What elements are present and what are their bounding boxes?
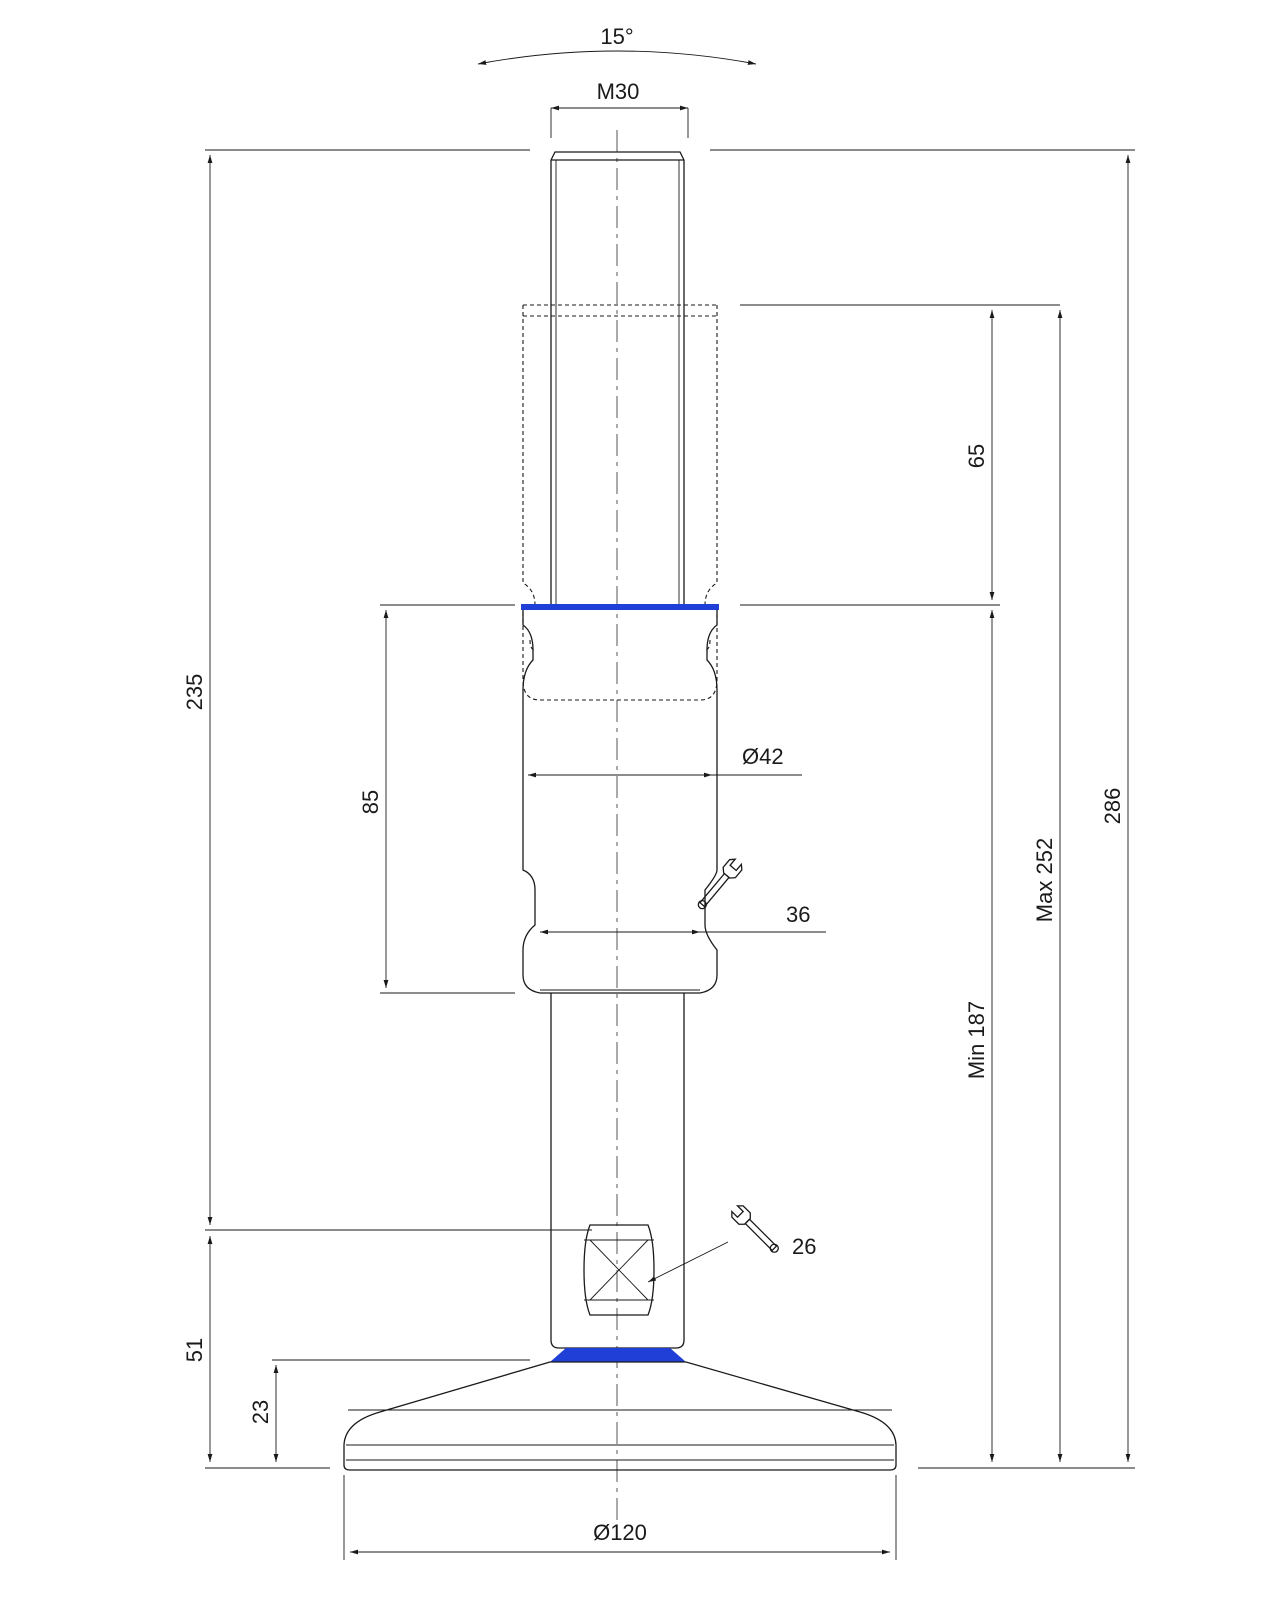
- nut-body: [522, 610, 718, 994]
- hidden-extended-position: [522, 304, 718, 701]
- dimension-65: 65: [740, 304, 1060, 606]
- dimension-23: 23: [248, 1359, 530, 1462]
- dimension-85: 85: [358, 604, 515, 994]
- dimension-36: 36: [540, 858, 826, 935]
- dimension-min: Min 187: [964, 610, 995, 1462]
- dim-min-label: Min 187: [964, 1001, 989, 1079]
- swivel-angle-annotation: 15°: [477, 24, 757, 65]
- dim-36-label: 36: [786, 902, 810, 927]
- dim-235-label: 235: [182, 674, 207, 711]
- base-pad: [343, 1361, 897, 1471]
- wrench-flats: [583, 1224, 655, 1316]
- wrench-icon: [697, 858, 743, 910]
- dim-51-label: 51: [182, 1338, 207, 1362]
- dim-65-label: 65: [964, 444, 989, 468]
- dim-286-label: 286: [1100, 788, 1125, 825]
- dimension-26: 26: [647, 1205, 816, 1283]
- angle-label: 15°: [600, 24, 633, 49]
- seal-ring-bottom: [550, 1348, 686, 1362]
- thread-dimension: M30: [550, 79, 689, 138]
- dim-26-label: 26: [792, 1234, 816, 1259]
- dimension-235: 235: [182, 149, 592, 1231]
- dimension-d120: Ø120: [343, 1475, 897, 1560]
- dim-85-label: 85: [358, 790, 383, 814]
- thread-label: M30: [597, 79, 640, 104]
- dim-d42-label: Ø42: [742, 744, 784, 769]
- seal-ring-top: [521, 604, 719, 610]
- wrench-icon: [731, 1205, 779, 1253]
- dimension-d42: Ø42: [528, 744, 802, 778]
- dim-d120-label: Ø120: [593, 1520, 647, 1545]
- dimension-286: 286: [710, 149, 1135, 1469]
- dimension-max: Max 252: [1032, 310, 1063, 1462]
- dim-max-label: Max 252: [1032, 838, 1057, 922]
- threaded-stud: [550, 151, 685, 605]
- dim-23-label: 23: [248, 1400, 273, 1424]
- dimension-51: 51: [182, 1236, 330, 1469]
